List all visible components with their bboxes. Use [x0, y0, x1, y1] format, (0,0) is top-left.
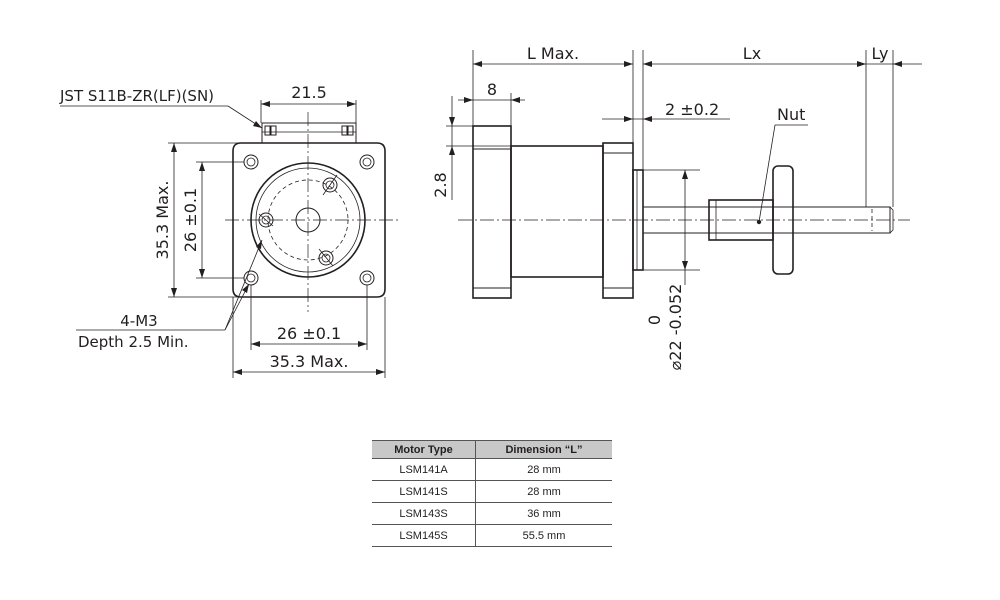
- height-max-label: 35.3 Max.: [153, 181, 172, 260]
- header-motor-type: Motor Type: [372, 440, 476, 459]
- cell-motor-type: LSM141S: [372, 480, 476, 503]
- screw-depth-label: Depth 2.5 Min.: [78, 333, 188, 351]
- screw-leader: 4-M3 Depth 2.5 Min.: [76, 239, 263, 351]
- dim-hole-pitch-horizontal: 26 ±0.1: [250, 285, 368, 350]
- cell-dimension: 28 mm: [475, 480, 612, 503]
- table-row: LSM143S 36 mm: [372, 502, 612, 525]
- cell-motor-type: LSM143S: [372, 502, 476, 525]
- dim-stroke-ly: Ly: [866, 44, 922, 207]
- rear-cap: [602, 142, 634, 299]
- cell-dimension: 36 mm: [475, 502, 612, 525]
- table-row: LSM141S 28 mm: [372, 480, 612, 503]
- front-flange: [472, 125, 512, 299]
- dim-flange-offset: 2.8: [431, 96, 511, 200]
- length-max-label: L Max.: [527, 44, 579, 63]
- dim-length-max: L Max.: [472, 44, 634, 143]
- pilot-tol-top-label: 0: [645, 315, 664, 325]
- stroke-ly-label: Ly: [872, 44, 889, 63]
- hole-pitch-horizontal-label: 26 ±0.1: [277, 324, 341, 343]
- connector-leader: JST S11B-ZR(LF)(SN): [59, 87, 263, 129]
- dim-height-max: 35.3 Max.: [153, 142, 240, 298]
- hole-pitch-vertical-label: 26 ±0.1: [181, 188, 200, 252]
- dim-hole-pitch-vertical: 26 ±0.1: [181, 161, 244, 279]
- cell-motor-type: LSM145S: [372, 524, 476, 547]
- nut-label: Nut: [777, 105, 805, 124]
- side-view: L Max. Lx Ly 8: [431, 44, 922, 370]
- cell-dimension: 28 mm: [475, 458, 612, 481]
- nut-leader: Nut: [756, 105, 808, 225]
- table-header-row: Motor Type Dimension “L”: [372, 440, 612, 459]
- motor-outline: [232, 142, 386, 298]
- dim-connector-width: 21.5: [260, 83, 357, 123]
- motor-body: [510, 145, 604, 278]
- connector-label: JST S11B-ZR(LF)(SN): [59, 87, 214, 105]
- dim-pilot-height: 2 ±0.2: [602, 100, 730, 122]
- pilot-height-label: 2 ±0.2: [665, 100, 719, 119]
- connector-width-label: 21.5: [291, 83, 327, 102]
- cell-dimension: 55.5 mm: [475, 524, 612, 547]
- table-row: LSM141A 28 mm: [372, 458, 612, 481]
- width-max-label: 35.3 Max.: [270, 352, 349, 371]
- table-row: LSM145S 55.5 mm: [372, 524, 612, 547]
- dim-stroke-lx: Lx: [642, 44, 867, 207]
- screw-label: 4-M3: [120, 312, 157, 330]
- flange-offset-label: 2.8: [431, 172, 450, 197]
- dimension-table: Motor Type Dimension “L” LSM141A 28 mm L…: [372, 440, 612, 547]
- header-dimension-l: Dimension “L”: [475, 440, 612, 459]
- mounting-holes: [243, 154, 375, 286]
- pilot-diameter-label: ⌀22 -0.052: [666, 284, 685, 371]
- dim-pilot-diameter: 0 ⌀22 -0.052: [643, 169, 700, 371]
- connector: [261, 122, 357, 144]
- flange-thickness-label: 8: [487, 80, 497, 99]
- stroke-lx-label: Lx: [743, 44, 761, 63]
- cell-motor-type: LSM141A: [372, 458, 476, 481]
- dim-flange-thickness: 8: [458, 80, 525, 126]
- front-view: 21.5 JST S11B-ZR(LF)(SN) 35.3 Max. 26 ±0…: [59, 83, 400, 378]
